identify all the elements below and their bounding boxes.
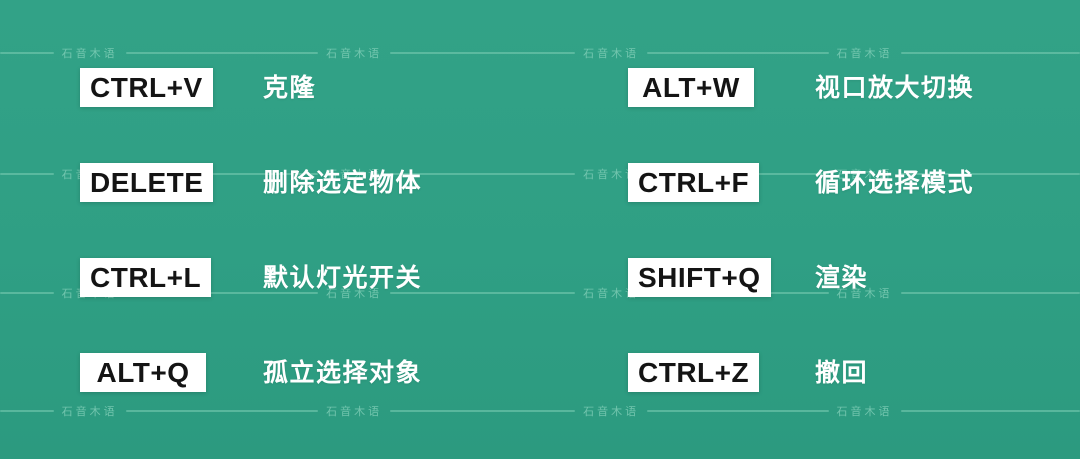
key-badge: CTRL+Z (628, 353, 760, 392)
shortcut-description: 循环选择模式 (815, 169, 975, 197)
key-badge: CTRL+L (80, 258, 212, 297)
key-badge: CTRL+F (628, 163, 760, 202)
shortcut-row-ctrl-v: CTRL+V 克隆 (80, 68, 550, 107)
watermark-text: 石音木语 (326, 405, 383, 418)
shortcut-description: 删除选定物体 (263, 169, 423, 197)
shortcut-description: 视口放大切换 (815, 74, 975, 102)
watermark-row: 石音木语 石音木语 石音木语 石音木语 (0, 401, 1080, 421)
watermark-text: 石音木语 (61, 405, 118, 418)
key-badge: ALT+Q (80, 353, 206, 392)
watermark-line (390, 410, 576, 412)
shortcut-description: 克隆 (263, 74, 317, 102)
watermark-text: 石音木语 (61, 47, 118, 60)
watermark-line (0, 410, 54, 412)
watermark-text: 石音木语 (583, 47, 640, 60)
shortcut-description: 孤立选择对象 (263, 359, 423, 387)
shortcut-row-alt-w: ALT+W 视口放大切换 (628, 68, 1080, 107)
shortcut-row-ctrl-z: CTRL+Z 撤回 (628, 353, 1080, 392)
watermark-text: 石音木语 (836, 47, 893, 60)
shortcut-row-shift-q: SHIFT+Q 渲染 (628, 258, 1080, 297)
key-badge: ALT+W (628, 68, 754, 107)
watermark-text: 石音木语 (326, 47, 383, 60)
watermark-line (0, 173, 54, 175)
watermark-text: 石音木语 (836, 405, 893, 418)
shortcut-description: 撤回 (815, 359, 869, 387)
watermark-line (647, 410, 829, 412)
watermark-row: 石音木语 石音木语 石音木语 石音木语 (0, 43, 1080, 63)
watermark-line (0, 52, 54, 54)
watermark-line (900, 52, 1080, 54)
watermark-line (0, 292, 54, 294)
watermark-text: 石音木语 (583, 405, 640, 418)
key-badge: DELETE (80, 163, 214, 202)
watermark-line (390, 52, 576, 54)
shortcut-row-alt-q: ALT+Q 孤立选择对象 (80, 353, 550, 392)
shortcut-description: 默认灯光开关 (263, 264, 423, 292)
key-badge: SHIFT+Q (628, 258, 771, 297)
watermark-line (900, 410, 1080, 412)
shortcut-description: 渲染 (815, 264, 869, 292)
watermark-line (647, 52, 829, 54)
key-badge: CTRL+V (80, 68, 213, 107)
watermark-line (125, 52, 319, 54)
watermark-line (125, 410, 319, 412)
shortcut-row-ctrl-f: CTRL+F 循环选择模式 (628, 163, 1080, 202)
shortcut-row-ctrl-l: CTRL+L 默认灯光开关 (80, 258, 550, 297)
shortcut-row-delete: DELETE 删除选定物体 (80, 163, 550, 202)
